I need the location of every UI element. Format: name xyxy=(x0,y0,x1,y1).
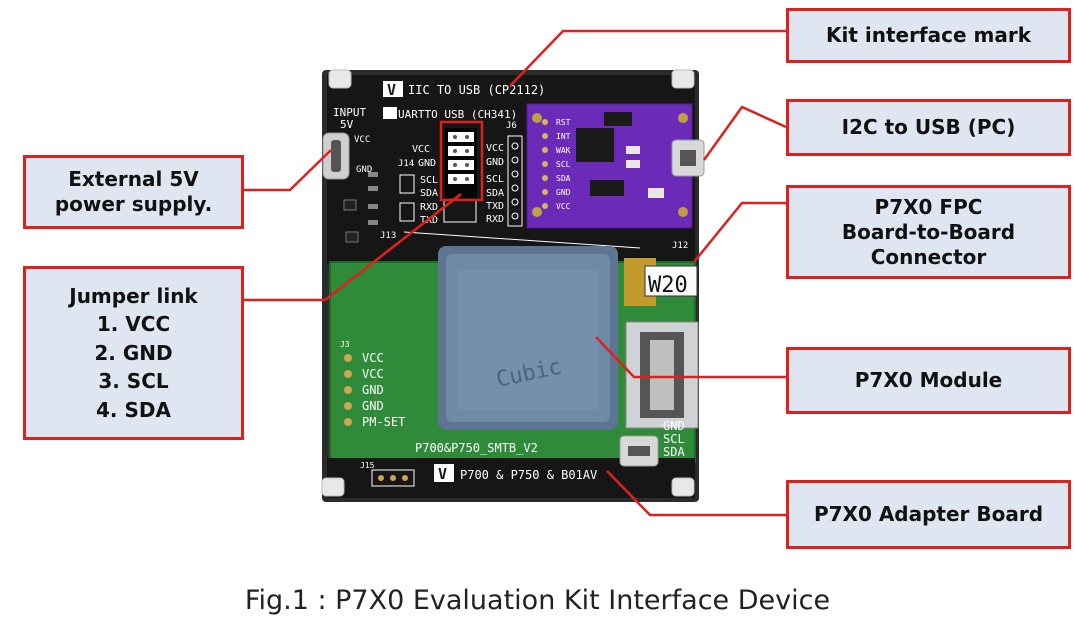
silk-input-gnd: GND xyxy=(356,165,372,175)
callout-i2c-to-usb-line-1: I2C to USB (PC) xyxy=(841,115,1016,139)
usb-a-connector xyxy=(625,321,699,429)
callout-jumper-link-item-3: 3. SCL xyxy=(98,369,169,394)
cp2112-pin-int: INT xyxy=(556,132,571,141)
callout-jumper-link: Jumper link 1. VCC 2. GND 3. SCL 4. SDA xyxy=(23,266,244,440)
callout-jumper-link-item-1: 1. VCC xyxy=(96,312,171,337)
silk-uart: UARTTO USB (CH341) xyxy=(398,108,517,121)
leader-kit-interface xyxy=(509,29,786,87)
silk-j3-gnd2: GND xyxy=(362,399,384,413)
cp2112-pin-sda: SDA xyxy=(556,174,571,183)
silk-pm-set: PM-SET xyxy=(362,415,405,429)
leader-module xyxy=(595,336,786,379)
callout-jumper-link-title: Jumper link xyxy=(69,284,198,309)
silk-j6-vcc: VCC xyxy=(486,143,504,154)
callout-p7x0-adapter-board: P7X0 Adapter Board xyxy=(786,480,1071,549)
callout-p7x0-fpc-line-3: Connector xyxy=(870,244,987,269)
silk-j6-gnd: GND xyxy=(486,157,504,168)
leader-jumper xyxy=(244,193,462,302)
standoffs xyxy=(321,69,695,497)
p7x0-module xyxy=(438,246,618,430)
callout-external-5v: External 5V power supply. xyxy=(23,155,244,229)
callout-external-5v-line-2: power supply. xyxy=(54,192,213,216)
v-logo-uart xyxy=(383,107,397,119)
callout-p7x0-module-line-1: P7X0 Module xyxy=(854,368,1003,392)
silk-jumper-scl: SCL xyxy=(420,175,438,186)
silk-input-vcc: VCC xyxy=(354,135,370,145)
silk-smtb: P700&P750_SMTB_V2 xyxy=(415,441,538,455)
v-logo-top xyxy=(383,81,403,97)
callout-external-5v-line-1: External 5V xyxy=(68,167,199,191)
w20-badge xyxy=(644,265,698,297)
silk-j6-scl: SCL xyxy=(486,174,504,185)
silk-j12: J12 xyxy=(672,241,688,251)
silk-jumper-gnd: GND xyxy=(418,158,436,169)
cp2112-module xyxy=(526,103,693,229)
cp2112-pin-gnd: GND xyxy=(556,188,571,197)
v-logo-top-text: V xyxy=(387,81,396,99)
leader-fpc xyxy=(693,201,786,263)
silk-j3-gnd1: GND xyxy=(362,383,384,397)
callout-kit-interface-mark: Kit interface mark xyxy=(786,8,1071,63)
j15-header xyxy=(371,469,415,487)
callout-p7x0-fpc: P7X0 FPC Board-to-Board Connector xyxy=(786,185,1071,279)
silk-jumper-sda: SDA xyxy=(420,188,438,199)
silk-j6: J6 xyxy=(506,121,517,131)
figure-caption: Fig.1 : P7X0 Evaluation Kit Interface De… xyxy=(244,585,831,616)
silk-j6-txd: TXD xyxy=(486,201,504,212)
cp2112-pin-vcc: VCC xyxy=(556,202,571,211)
silk-input: INPUT xyxy=(333,106,366,119)
silk-j15: J15 xyxy=(360,461,375,470)
cp2112-pin-rst: RST xyxy=(556,118,571,127)
silk-usb-gnd: GND xyxy=(663,419,685,433)
silk-j6-rxd: RXD xyxy=(486,214,504,225)
cp2112-pin-scl: SCL xyxy=(556,160,571,169)
callout-kit-interface-mark-line-1: Kit interface mark xyxy=(825,23,1032,47)
callout-p7x0-adapter-board-line-1: P7X0 Adapter Board xyxy=(813,502,1044,526)
silk-j6-sda: SDA xyxy=(486,188,504,199)
jumper-highlight xyxy=(439,120,484,202)
leader-5v xyxy=(244,149,332,192)
silk-jumper-vcc: VCC xyxy=(412,144,430,155)
silk-usb-sda: SDA xyxy=(663,445,685,459)
silk-bottom: P700 & P750 & B01AV xyxy=(460,468,597,482)
silk-iic: IIC TO USB (CP2112) xyxy=(408,83,545,97)
v-logo-bottom-text: V xyxy=(438,465,447,483)
leader-lines xyxy=(244,29,787,517)
silk-w20: W20 xyxy=(648,273,688,298)
callout-p7x0-fpc-line-1: P7X0 FPC xyxy=(874,194,983,219)
v-logo-bottom xyxy=(434,464,454,482)
smd-components xyxy=(343,172,378,243)
cp2112-pin-wak: WAK xyxy=(556,146,571,155)
callout-jumper-link-item-2: 2. GND xyxy=(94,340,173,365)
silk-j3-vcc2: VCC xyxy=(362,367,384,381)
silk-j13: J13 xyxy=(380,231,396,241)
jumper-header xyxy=(443,128,477,223)
silk-j14: J14 xyxy=(398,159,414,169)
j6-header xyxy=(507,135,523,227)
silk-jumper-rxd: RXD xyxy=(420,202,438,213)
silk-5v: 5V xyxy=(340,118,354,131)
callout-p7x0-fpc-line-2: Board-to-Board xyxy=(841,219,1016,244)
callout-p7x0-module: P7X0 Module xyxy=(786,347,1071,414)
callout-jumper-link-item-4: 4. SDA xyxy=(96,397,171,422)
callout-i2c-to-usb: I2C to USB (PC) xyxy=(786,99,1071,156)
silk-j3-vcc1: VCC xyxy=(362,351,384,365)
silk-j3: J3 xyxy=(340,340,350,349)
j3-header xyxy=(344,354,352,426)
silk-usb-scl: SCL xyxy=(663,432,685,446)
leader-i2c-usb xyxy=(702,105,787,161)
leader-adapter xyxy=(606,470,786,517)
